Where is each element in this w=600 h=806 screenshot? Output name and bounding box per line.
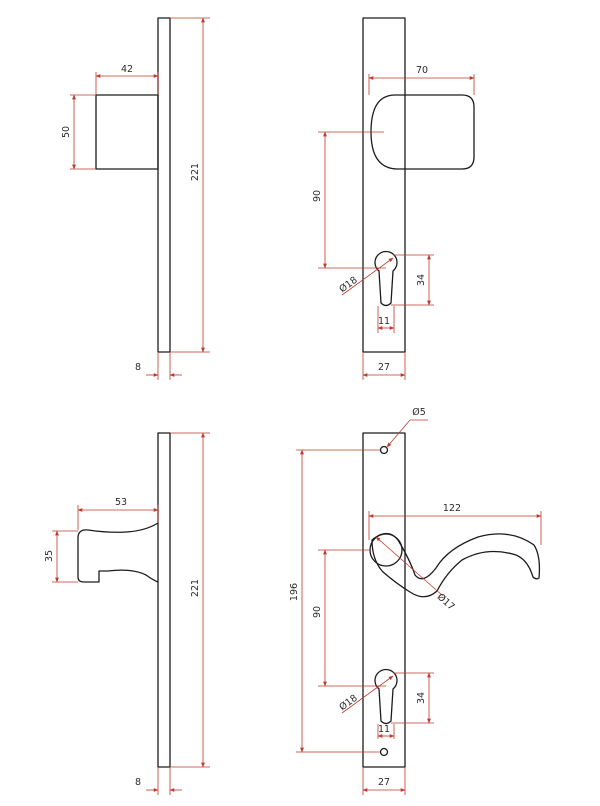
dim-line-d17 bbox=[375, 536, 444, 597]
dim-knob-width-label: 70 bbox=[416, 65, 428, 76]
lever-handle bbox=[371, 532, 541, 598]
dim-projection-label: 42 bbox=[121, 64, 133, 75]
front-plate bbox=[362, 432, 406, 768]
dim-rose-diameter-label: Ø17 bbox=[435, 592, 457, 613]
keyhole-cylinder bbox=[374, 250, 398, 307]
keyhole-side-view: 42 50 221 8 bbox=[61, 17, 210, 380]
dim-screw-distance-label: 196 bbox=[289, 583, 300, 601]
dim-projection-label: 53 bbox=[115, 497, 127, 508]
dim-height-label: 50 bbox=[61, 126, 72, 138]
bottom-screw-hole bbox=[379, 747, 389, 757]
dim-cylinder-diameter-label: Ø18 bbox=[337, 275, 359, 295]
dim-axis-label: 90 bbox=[312, 190, 323, 202]
side-lever bbox=[77, 522, 159, 583]
dim-screw-hole-label: Ø5 bbox=[412, 407, 426, 418]
dim-line-d18 bbox=[341, 257, 394, 296]
dim-line-d18 bbox=[341, 675, 394, 714]
dim-line-d5 bbox=[386, 419, 411, 448]
dim-thickness-label: 8 bbox=[135, 777, 141, 788]
dim-lever-length-label: 122 bbox=[443, 503, 461, 514]
dim-cylinder-height-label: 34 bbox=[416, 692, 427, 704]
dim-plate-width-label: 27 bbox=[378, 362, 390, 373]
dim-cylinder-diameter-label: Ø18 bbox=[337, 693, 359, 713]
dim-height-label: 35 bbox=[44, 550, 55, 562]
side-knob bbox=[95, 94, 159, 170]
lever-side-view: 53 35 221 8 bbox=[44, 432, 210, 795]
side-plate bbox=[157, 432, 171, 768]
keyhole-front-view: 70 90 Ø18 34 11 27 bbox=[312, 17, 475, 380]
dim-cylinder-width-label: 11 bbox=[378, 316, 390, 327]
dim-plate-length-label: 221 bbox=[190, 163, 201, 181]
dim-plate-length-label: 221 bbox=[190, 579, 201, 597]
front-knob bbox=[370, 94, 475, 170]
dim-cylinder-height-label: 34 bbox=[416, 274, 427, 286]
keyhole-cylinder bbox=[374, 668, 398, 725]
top-screw-hole bbox=[379, 445, 389, 455]
front-plate bbox=[362, 17, 406, 353]
dim-cylinder-width-label: 11 bbox=[378, 724, 390, 735]
dim-plate-width-label: 27 bbox=[378, 777, 390, 788]
lever-front-view: Ø5 122 196 90 Ø17 Ø18 34 11 bbox=[289, 407, 542, 795]
dim-axis-label: 90 bbox=[312, 606, 323, 618]
dim-thickness-label: 8 bbox=[135, 362, 141, 373]
side-plate bbox=[157, 17, 171, 353]
